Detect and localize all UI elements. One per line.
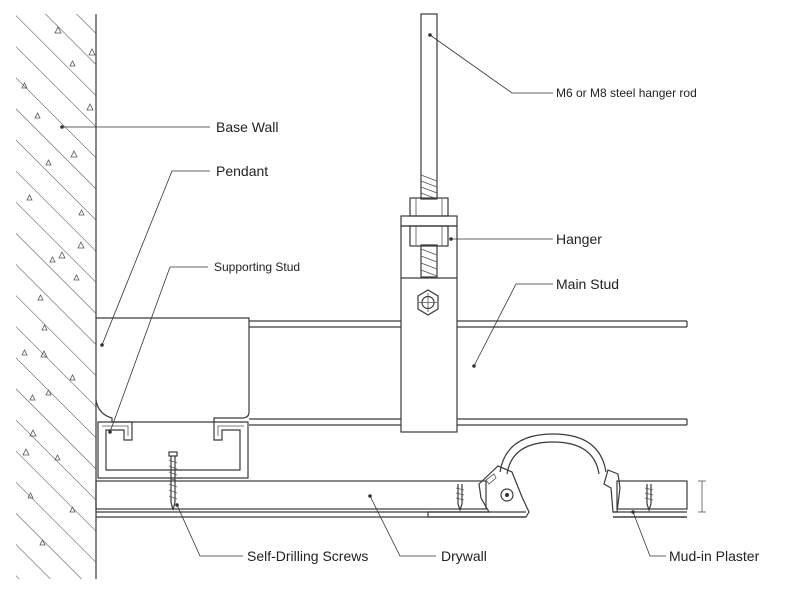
light-fixture xyxy=(427,433,687,518)
supporting-stud xyxy=(97,421,249,479)
main-stud xyxy=(249,320,688,426)
base-wall xyxy=(16,14,97,579)
drywall xyxy=(95,480,688,518)
hanger-rod xyxy=(420,13,438,278)
label-mud-in-plaster: Mud-in Plaster xyxy=(669,548,760,564)
label-base-wall: Base Wall xyxy=(216,119,279,135)
label-hanger: Hanger xyxy=(556,231,602,247)
pendant xyxy=(95,317,250,423)
label-pendant: Pendant xyxy=(216,163,268,179)
label-drywall: Drywall xyxy=(441,548,487,564)
label-self-drilling-screws: Self-Drilling Screws xyxy=(247,548,368,564)
self-drilling-screw xyxy=(644,484,654,512)
self-drilling-screw xyxy=(168,451,178,511)
label-main-stud: Main Stud xyxy=(556,276,619,292)
hanger-nut xyxy=(400,197,458,247)
self-drilling-screw xyxy=(455,484,465,512)
thickness-dimension xyxy=(698,480,706,513)
leader-lines xyxy=(60,33,666,557)
label-hanger-rod: M6 or M8 steel hanger rod xyxy=(556,86,697,100)
hanger-bracket xyxy=(400,225,458,433)
label-supporting-stud: Supporting Stud xyxy=(214,260,300,274)
